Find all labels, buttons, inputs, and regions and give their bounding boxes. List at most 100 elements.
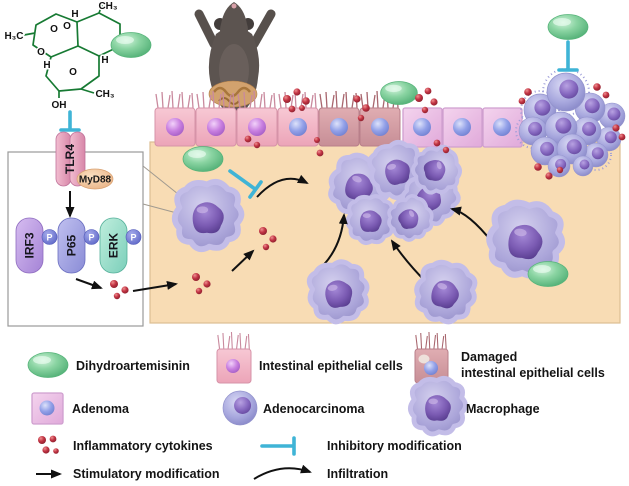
cytokine-dot [113,292,121,300]
dha-molecule-icon [110,32,152,58]
cytokine-dot [556,166,564,174]
legend-adenocarcinoma-icon [222,390,258,426]
cytokine-dot [618,133,626,141]
cytokine-dot [253,141,261,149]
cytokine-dot [314,137,320,143]
cytokine-dot [442,146,450,154]
chem-label-h-mid: H [43,60,50,71]
protein-irf3: IRF3 [15,217,44,274]
legend-dha-icon [27,352,69,378]
macrophage [348,196,394,243]
legend-inhibitory-icon [260,436,296,456]
adenoma-cells [402,107,523,148]
cytokine-dot [612,124,620,132]
dha-molecule-icon [527,261,569,287]
arrow-macrophage-to-cluster [256,174,309,198]
cytokine-dot [262,243,270,251]
cytokine-dot [288,105,296,113]
legend-macrophage-icon [410,378,465,434]
cytokine-dot [259,227,267,235]
cytokine-dot [524,88,532,96]
chem-label-ch3-top: CH₃ [98,1,117,12]
macrophage [175,182,242,249]
chem-label-h-top: H [71,9,78,20]
cytokine-dot [293,88,301,96]
chem-label-oh: OH [52,100,67,111]
cytokine-dot [195,287,203,295]
protein-erk: ERK [99,217,128,274]
phospho-p1: P [41,229,58,245]
cell-nucleus [207,118,225,136]
legend-adenoma-icon [31,392,64,425]
cytokine-dot [121,286,129,294]
legend: Dihydroartemisinin Intestinal epithelial… [27,331,605,481]
cytokine-dot [353,95,361,103]
cytokine-dot [362,104,370,112]
chem-label-ch3-bottom: CH₃ [95,89,114,100]
erk-label: ERK [107,233,121,259]
dha-molecule-icon [380,81,418,105]
adenocarcinoma-cluster [515,68,626,178]
legend-adenoma-label: Adenoma [72,402,130,416]
cytokine-dot [299,105,305,111]
chem-label-o2: O [63,21,71,32]
cytokine-dot [545,172,553,180]
legend-cytokines-label: Inflammatory cytokines [73,439,213,453]
dha-structure: H CH₃ H₃C O O O O H H CH₃ OH [3,0,121,113]
cytokine-dot [415,94,423,102]
legend-inhibitory-label: Inhibitory modification [327,439,462,453]
cell-nucleus [413,118,431,136]
cell-nucleus [371,118,389,136]
adenocarcinoma-cell [572,155,594,177]
legend-macrophage-label: Macrophage [466,402,540,416]
epithelial-row [154,90,401,147]
cytokine-dot [269,235,277,243]
inhibition-bar-tlr4 [59,110,81,132]
legend-epithelial-icon [216,331,252,384]
legend-cytokines-icon [38,435,59,454]
dha-molecule-icon [547,14,589,40]
cytokine-dot [593,83,601,91]
cytokine-dot [421,106,429,114]
legend-infiltration-label: Infiltration [327,467,388,481]
cytokine-dot [203,280,211,288]
cell-nucleus [453,118,471,136]
inhibition-bar-tumor [557,40,579,72]
mouse [194,2,276,112]
cell-nucleus [248,118,266,136]
cytokine-dot [602,91,610,99]
cytokine-dot [302,97,310,105]
legend-epithelial-label: Intestinal epithelial cells [259,359,403,373]
cytokine-dot [244,135,252,143]
chem-label-h-right: H [101,55,108,66]
cell-nucleus [289,118,307,136]
cell-nucleus [166,118,184,136]
cytokine-dot [430,98,438,106]
legend-infiltration-icon [253,464,312,480]
arrow-box-to-tissue [132,281,178,292]
arrow-proteins-to-cytokines [75,278,103,290]
chem-label-o1: O [50,24,58,35]
phospho-p2: P [83,229,100,245]
cell-nucleus [330,118,348,136]
cytokine-dot [192,273,200,281]
cell-nucleus [493,118,511,136]
legend-damaged-label-line1: Damaged [461,350,517,364]
legend-damaged-epithelial-icon [414,331,449,384]
phospho-label: P [130,233,136,243]
protein-p65: P65 [57,217,86,274]
legend-dha-label: Dihydroartemisinin [76,359,190,373]
cilia [155,90,194,109]
inhibition-bar-infiltration [228,169,263,199]
legend-adenocarcinoma-label: Adenocarcinoma [263,402,365,416]
chem-label-o3: O [37,47,45,58]
legend-damaged-label-line2: intestinal epithelial cells [461,366,605,380]
irf3-label: IRF3 [23,232,37,258]
cytokine-dot [283,95,291,103]
adenocarcinoma-cell [546,72,586,112]
phospho-p3: P [125,229,142,245]
dha-molecule-icon [182,146,224,172]
cytokine-dot [424,87,432,95]
p65-label: P65 [65,235,79,257]
myd88-adaptor: MyD88 [76,168,114,190]
